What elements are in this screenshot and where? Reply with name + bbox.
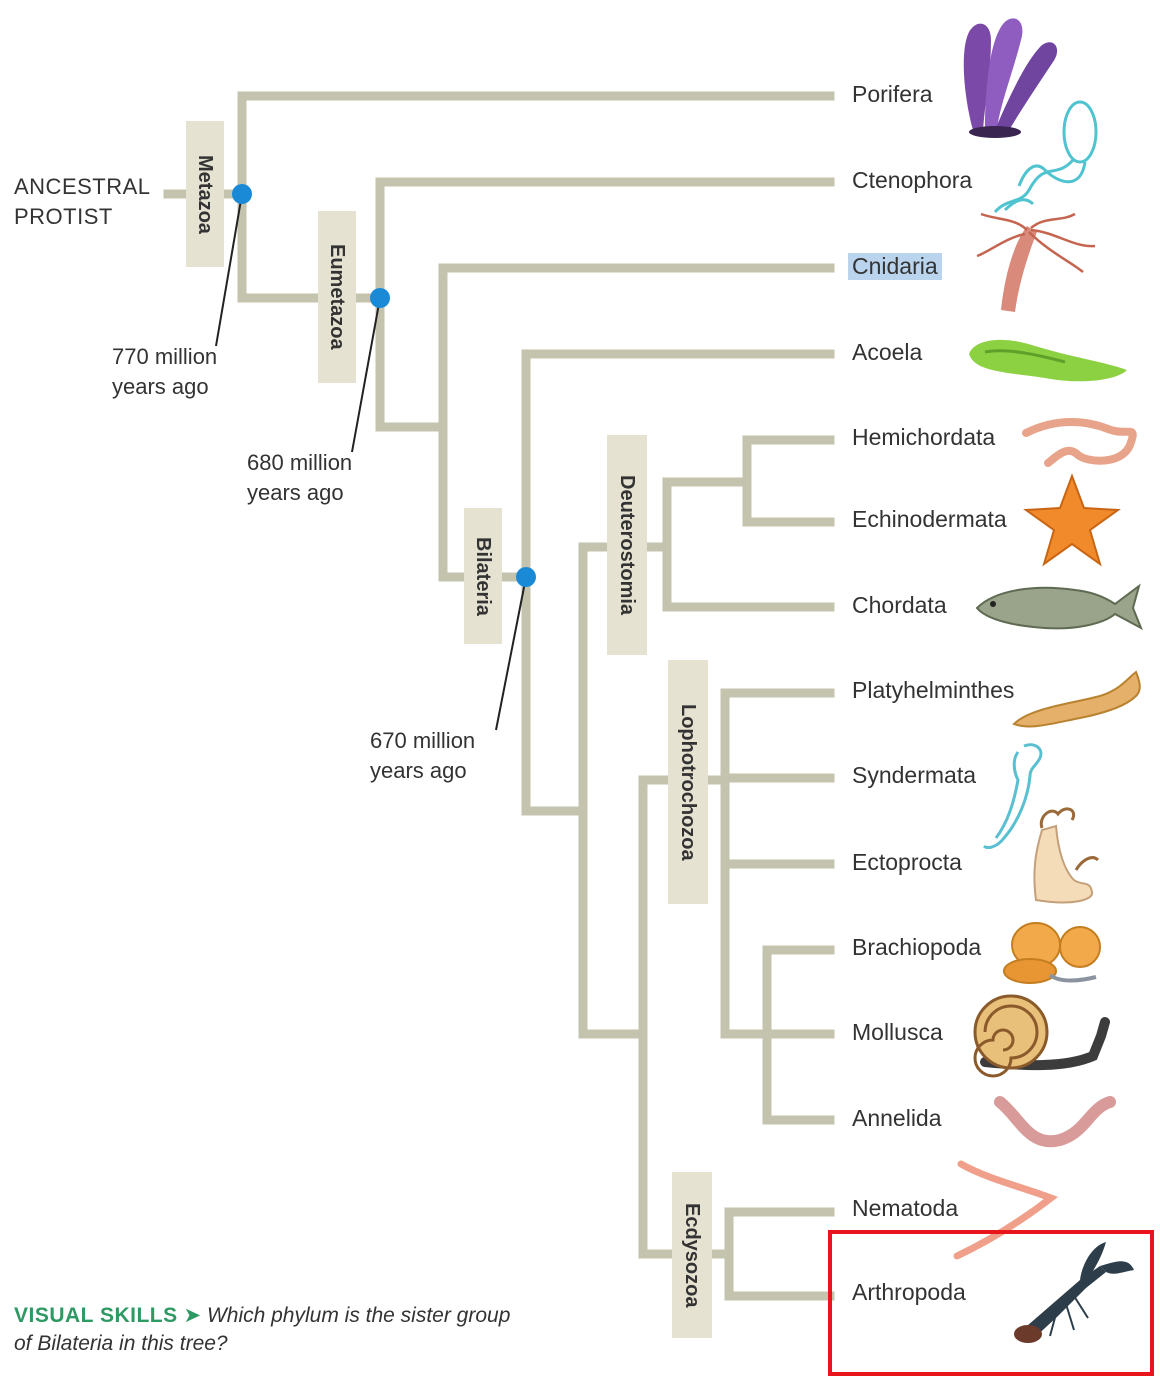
taxon-syndermata: Syndermata [852,762,976,789]
flatworm-icon [969,340,1127,381]
date-label-680-line-2: years ago [247,478,352,508]
date-label-770-line-1: 770 million [112,342,217,372]
taxon-cnidaria: Cnidaria [848,253,942,280]
visual-skills-question: VISUAL SKILLS ➤ Which phylum is the sist… [14,1302,510,1358]
hydra-icon [977,214,1095,312]
root-label-line-1: ANCESTRAL [14,172,151,202]
fish-icon [977,586,1141,628]
date-label-680-line-1: 680 million [247,448,352,478]
clade-label-bilateria: Bilateria [464,508,502,644]
taxon-annelida: Annelida [852,1105,942,1132]
date-label-770: 770 million years ago [112,342,217,402]
taxon-acoela: Acoela [852,339,922,366]
tree-branches [168,96,830,1296]
taxon-brachiopoda: Brachiopoda [852,934,981,961]
question-line-2: of Bilateria in this tree? [14,1330,510,1358]
acorn-worm-icon [1026,422,1133,463]
bryozoan-icon [1034,809,1098,903]
date-label-670-line-2: years ago [370,756,475,786]
node-metazoa [232,184,252,204]
question-line-1: VISUAL SKILLS ➤ Which phylum is the sist… [14,1302,510,1330]
date-label-770-line-2: years ago [112,372,217,402]
taxon-nematoda: Nematoda [852,1195,958,1222]
rotifer-icon [984,745,1041,848]
clade-label-metazoa: Metazoa [186,121,224,267]
taxon-ctenophora: Ctenophora [852,167,972,194]
question-text-1: Which phylum is the sister group [207,1304,510,1327]
taxon-chordata: Chordata [852,592,947,619]
sea-star-icon [1026,476,1118,564]
taxon-echinodermata: Echinodermata [852,506,1007,533]
planarian-icon [1014,672,1140,726]
taxon-ectoprocta: Ectoprocta [852,849,962,876]
clade-label-ecdysozoa: Ecdysozoa [672,1172,712,1338]
clade-label-eumetazoa: Eumetazoa [318,211,356,383]
node-bilateria [516,567,536,587]
date-label-670-line-1: 670 million [370,726,475,756]
taxon-platyhelminthes: Platyhelminthes [852,677,1014,704]
sponge-icon [964,18,1057,138]
taxon-mollusca: Mollusca [852,1019,943,1046]
visual-skills-label: VISUAL SKILLS [14,1304,178,1327]
date-label-680: 680 million years ago [247,448,352,508]
clade-label-lophotrochozoa: Lophotrochozoa [668,660,708,904]
taxon-porifera: Porifera [852,81,933,108]
root-label: ANCESTRAL PROTIST [14,172,151,232]
root-label-line-2: PROTIST [14,202,151,232]
question-text-2: of Bilateria in this tree? [14,1332,228,1355]
node-eumetazoa [370,288,390,308]
snail-icon [975,996,1105,1076]
arthropoda-highlight-box [828,1230,1154,1376]
earthworm-icon [1000,1102,1110,1141]
taxon-hemichordata: Hemichordata [852,424,995,451]
brachiopod-icon [1004,923,1100,983]
date-label-670: 670 million years ago [370,726,475,786]
arrow-icon: ➤ [183,1304,201,1327]
clade-label-deuterostomia: Deuterostomia [607,435,647,655]
